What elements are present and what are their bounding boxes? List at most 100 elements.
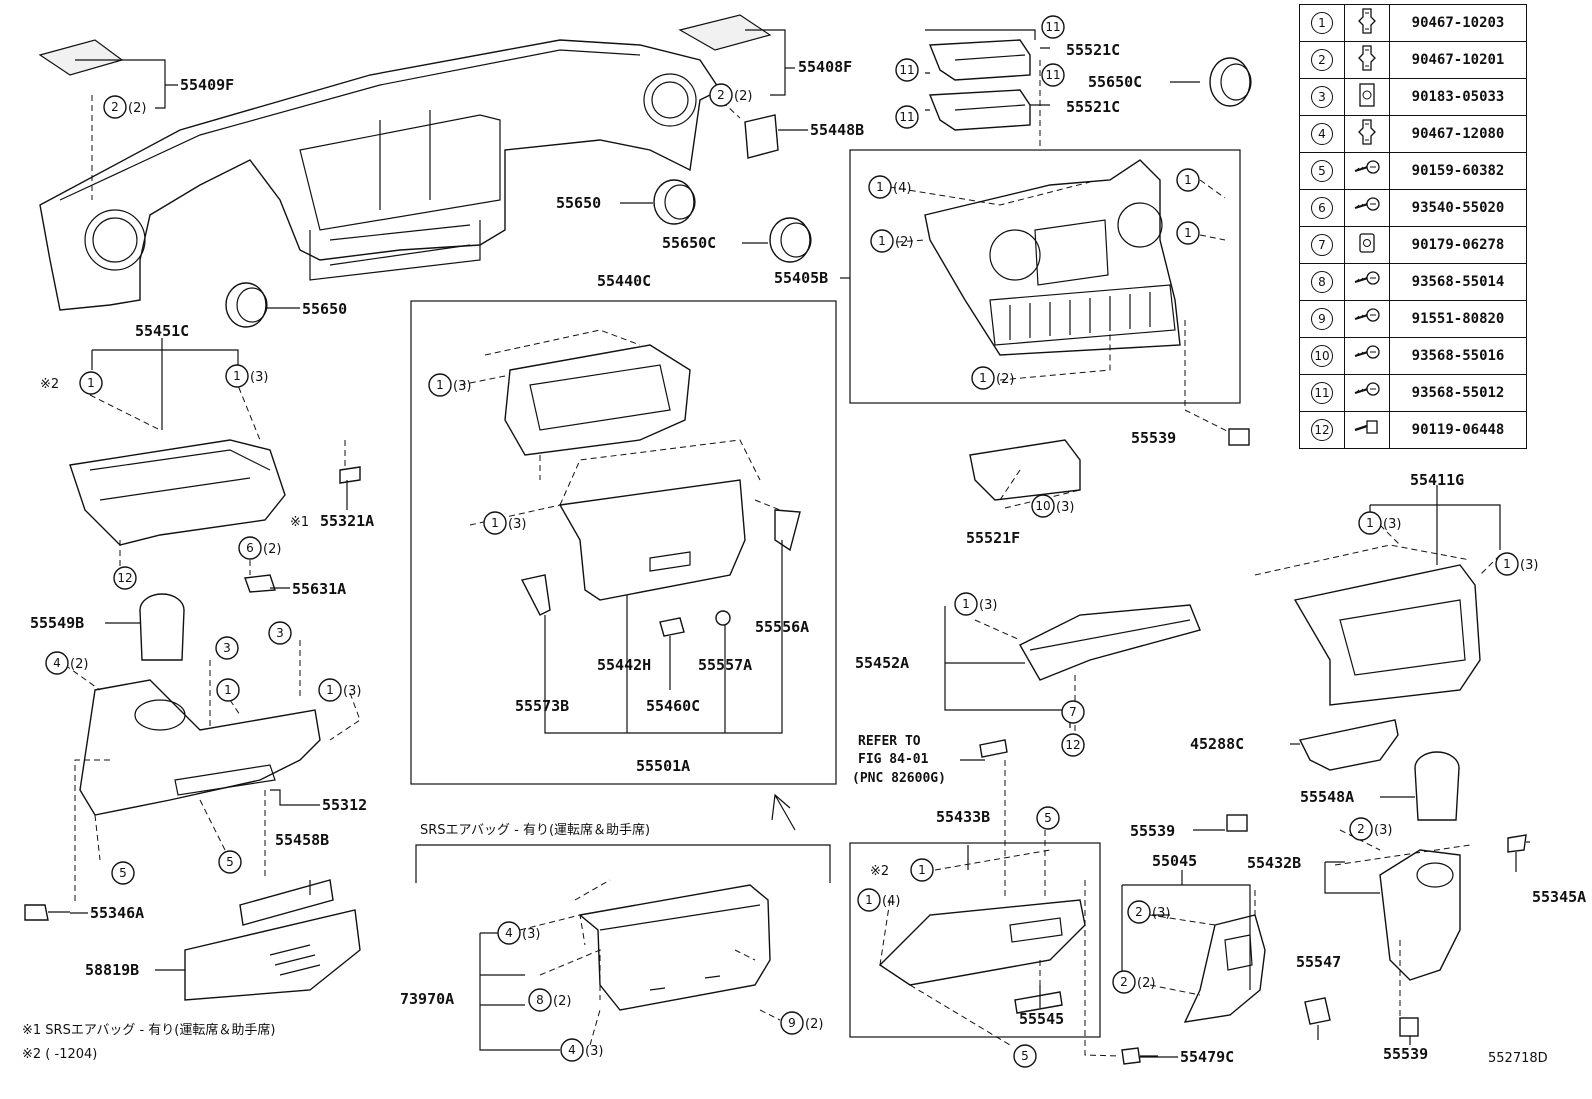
bolt-55346A	[24, 904, 70, 921]
vent-55650-b	[653, 179, 696, 225]
callout-1: 1	[971, 366, 995, 390]
label-55539: 55539	[1131, 429, 1176, 447]
label-55479C: 55479C	[1180, 1048, 1234, 1066]
stopper-55573B	[520, 574, 551, 616]
label-55521C: 55521C	[1066, 98, 1120, 116]
svg-text:1: 1	[979, 371, 987, 385]
svg-text:5: 5	[119, 866, 127, 880]
label-55549B: 55549B	[30, 614, 84, 632]
label-55345A: 55345A	[1532, 888, 1586, 906]
svg-text:(3): (3)	[1374, 823, 1392, 838]
center-cluster-frame	[849, 149, 1241, 404]
svg-text:1: 1	[918, 863, 926, 877]
label-45288C: 45288C	[1190, 735, 1244, 753]
legend-callout: 12	[1311, 419, 1333, 441]
legend-part-number: 90467-10203	[1389, 4, 1527, 42]
callout-4: 4	[45, 651, 69, 675]
callout-1: 1	[954, 592, 978, 616]
callout-1: 1	[318, 678, 342, 702]
svg-text:1: 1	[436, 378, 444, 392]
cover-55408F	[678, 14, 772, 51]
screw-icon	[1344, 374, 1390, 412]
direction-arrow	[771, 793, 796, 831]
callout-1: 1	[216, 678, 240, 702]
svg-text:(2): (2)	[553, 994, 571, 1009]
callout-1: 1	[910, 858, 934, 882]
svg-text:4: 4	[505, 926, 513, 940]
legend-callout: 4	[1311, 123, 1333, 145]
bolt-55345A	[1507, 834, 1527, 872]
pocket-55521F	[969, 439, 1081, 501]
panel-55411G	[1293, 564, 1481, 706]
svg-text:2: 2	[1357, 822, 1365, 836]
vent-55650-a	[225, 282, 268, 328]
pocket-55521C-b	[928, 89, 1031, 131]
svg-text:(2): (2)	[805, 1017, 823, 1032]
label-55557A: 55557A	[698, 656, 752, 674]
clip-55547	[1304, 997, 1331, 1025]
solid-leaders	[70, 29, 1530, 1058]
panel-55433B	[878, 899, 1086, 986]
svg-text:1: 1	[491, 516, 499, 530]
svg-text:3: 3	[223, 641, 231, 655]
clip-55539-c	[1399, 1017, 1419, 1037]
svg-text:6: 6	[246, 541, 254, 555]
svg-text:(3): (3)	[522, 927, 540, 942]
quantities: (2) (2) (4) (2) (2) (3) (3) (3) (3) (3) …	[70, 89, 1538, 1059]
pocket-55521C-a	[928, 39, 1031, 81]
svg-text:(2): (2)	[996, 372, 1014, 387]
panel-58819B	[184, 909, 361, 1001]
bumper-55557A	[715, 610, 731, 626]
label-55650C: 55650C	[1088, 73, 1142, 91]
svg-text:1: 1	[326, 683, 334, 697]
legend-part-number: 93540-55020	[1389, 189, 1527, 227]
svg-text:1: 1	[865, 893, 873, 907]
callout-3: 3	[215, 636, 239, 660]
svg-text:(2): (2)	[70, 657, 88, 672]
srs-banner: SRSエアバッグ - 有り(運転席＆助手席)	[420, 822, 650, 838]
legend-part-number: 90183-05033	[1389, 78, 1527, 116]
callout-1: 1	[1495, 552, 1519, 576]
svg-text:2: 2	[1135, 905, 1143, 919]
label-55312: 55312	[322, 796, 367, 814]
clip-icon	[1344, 115, 1390, 153]
callout-1: 1	[1176, 168, 1200, 192]
panel-55451C	[69, 439, 286, 546]
figure-id: 552718D	[1488, 1051, 1548, 1066]
callout-10: 10	[1031, 494, 1055, 518]
callout-1: 1	[79, 371, 103, 395]
callout-1: 1	[428, 373, 452, 397]
svg-text:(2): (2)	[1137, 976, 1155, 991]
note2-mark: ※2	[40, 377, 59, 392]
legend-part-number: 90179-06278	[1389, 226, 1527, 264]
bracket-55448B	[744, 114, 779, 159]
callout-5: 5	[218, 850, 242, 874]
svg-text:4: 4	[53, 656, 61, 670]
note2-mark: ※2	[870, 864, 889, 879]
label-55045: 55045	[1152, 852, 1197, 870]
callout-1: 1	[483, 511, 507, 535]
cup-holder-55548A	[1414, 751, 1460, 821]
label-55650C: 55650C	[662, 234, 716, 252]
svg-text:11: 11	[899, 110, 914, 124]
label-55521F: 55521F	[966, 529, 1020, 547]
bolt-55479C	[1121, 1047, 1158, 1065]
cup-holder-55549B	[139, 593, 185, 661]
label-55539: 55539	[1383, 1045, 1428, 1063]
screw-icon	[1344, 300, 1390, 338]
clip-55539-b	[1226, 814, 1248, 832]
legend-part-number: 90159-60382	[1389, 152, 1527, 190]
callouts: 2 2 11 11 11 11 1 1 1 1 1 1 1 1 1 10 1 1…	[45, 15, 1519, 1068]
svg-text:FIG 84-01: FIG 84-01	[858, 752, 929, 767]
clip-icon	[1344, 4, 1390, 42]
label-55346A: 55346A	[90, 904, 144, 922]
callout-1: 1	[225, 364, 249, 388]
instrument-panel	[39, 39, 722, 311]
